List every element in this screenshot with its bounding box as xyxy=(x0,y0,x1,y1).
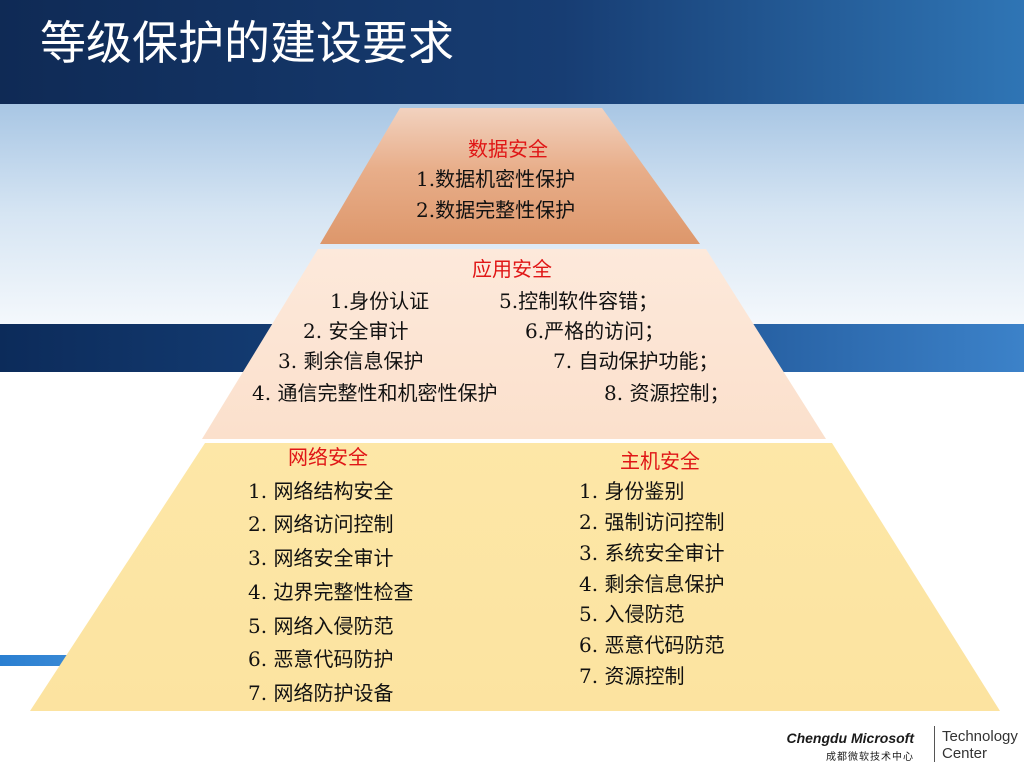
host-security-item: 6. 恶意代码防范 xyxy=(579,633,725,657)
network-security-item: 1. 网络结构安全 xyxy=(248,479,394,503)
logo-subtitle: 成都微软技术中心 xyxy=(826,752,914,763)
app-security-item: 4. 通信完整性和机密性保护 xyxy=(252,381,498,405)
data-security-heading: 数据安全 xyxy=(468,137,548,161)
network-security-item: 5. 网络入侵防范 xyxy=(248,614,394,638)
host-security-item: 2. 强制访问控制 xyxy=(579,510,725,534)
network-security-item: 6. 恶意代码防护 xyxy=(248,647,394,671)
host-security-item: 5. 入侵防范 xyxy=(579,602,685,626)
network-security-item: 4. 边界完整性检查 xyxy=(248,580,414,604)
app-security-item: 7. 自动保护功能； xyxy=(553,349,719,373)
data-security-item: 2.数据完整性保护 xyxy=(416,198,576,222)
logo-name: Chengdu Microsoft xyxy=(786,730,914,746)
host-security-item: 1. 身份鉴别 xyxy=(579,479,685,503)
app-security-heading: 应用安全 xyxy=(472,257,552,281)
data-security-item: 1.数据机密性保护 xyxy=(416,167,576,191)
app-security-item: 1.身份认证 xyxy=(330,289,430,313)
host-security-item: 7. 资源控制 xyxy=(579,664,685,688)
network-security-item: 2. 网络访问控制 xyxy=(248,512,394,536)
host-security-item: 3. 系统安全审计 xyxy=(579,541,725,565)
slide-title: 等级保护的建设要求 xyxy=(40,16,454,70)
host-security-heading: 主机安全 xyxy=(620,449,700,473)
app-security-item: 8. 资源控制； xyxy=(604,381,730,405)
app-security-item: 3. 剩余信息保护 xyxy=(278,349,424,373)
network-security-item: 3. 网络安全审计 xyxy=(248,546,394,570)
network-security-item: 7. 网络防护设备 xyxy=(248,681,394,705)
app-security-item: 6.严格的访问； xyxy=(525,319,665,343)
logo-technology: Technology xyxy=(942,728,1018,745)
app-security-item: 2. 安全审计 xyxy=(303,319,409,343)
logo-center-text: Technology Center xyxy=(942,728,1018,763)
network-security-heading: 网络安全 xyxy=(288,445,368,469)
app-security-item: 5.控制软件容错； xyxy=(499,289,659,313)
host-security-item: 4. 剩余信息保护 xyxy=(579,572,725,596)
logo-center: Center xyxy=(942,745,988,763)
logo-divider xyxy=(934,726,935,762)
